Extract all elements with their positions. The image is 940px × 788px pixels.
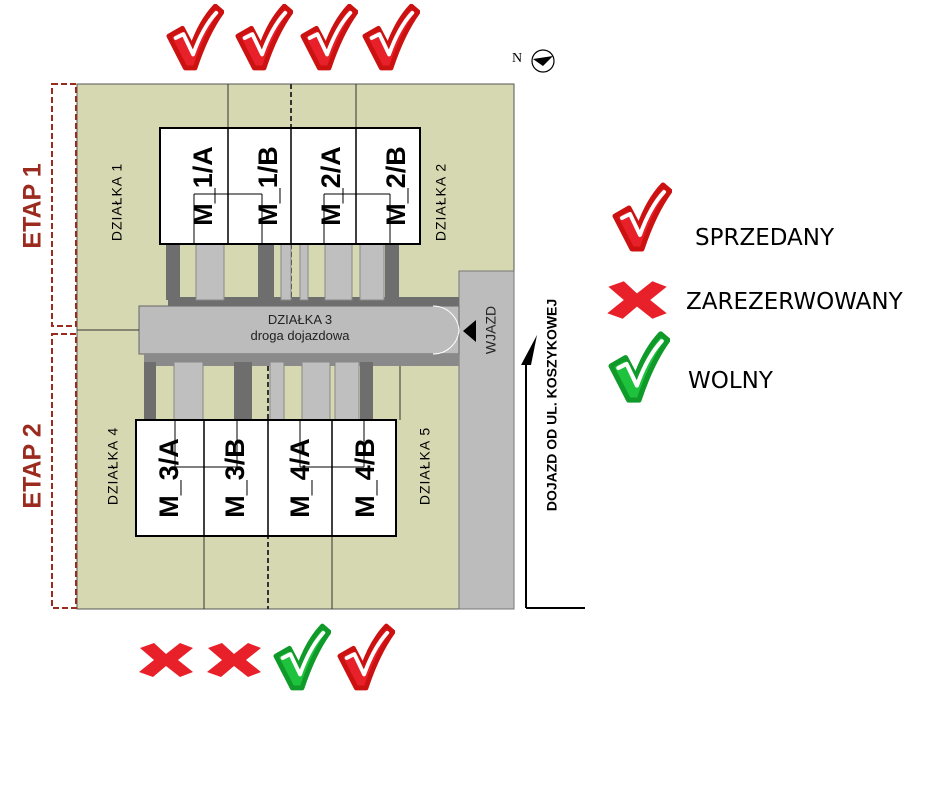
house-label-m2b: M_2/B bbox=[381, 146, 411, 226]
free-check-icon bbox=[276, 626, 329, 688]
etap-1-label: ETAP 1 bbox=[19, 163, 47, 248]
sold-check-icon bbox=[303, 6, 356, 68]
free-check-icon bbox=[611, 334, 668, 400]
driveway-strip bbox=[301, 361, 331, 421]
road-shadow-bottom bbox=[144, 354, 459, 366]
driveway-strip bbox=[258, 244, 274, 300]
driveways-top bbox=[166, 243, 399, 301]
reserved-cross-icon bbox=[139, 643, 193, 677]
driveway-strip bbox=[360, 362, 373, 420]
driveway-strip bbox=[299, 243, 309, 301]
plot-label-1: DZIAŁKA 1 bbox=[109, 163, 125, 241]
status-markers-bottom bbox=[139, 626, 393, 688]
sold-check-icon bbox=[169, 6, 222, 68]
driveway-strip bbox=[280, 243, 292, 301]
etap-1-bracket: ETAP 1 bbox=[19, 83, 77, 327]
legend-label-free: WOLNY bbox=[688, 368, 774, 394]
legend-label-reserved: ZAREZERWOWANY bbox=[686, 289, 904, 315]
gate-arc bbox=[432, 330, 460, 355]
driveway-strip bbox=[324, 243, 353, 301]
reserved-cross-icon bbox=[607, 281, 667, 319]
entry-label: WJAZD bbox=[483, 306, 499, 354]
access-arrow-head-icon bbox=[521, 335, 537, 365]
driveway-strip bbox=[166, 244, 180, 300]
plot-label-3: DZIAŁKA 3 bbox=[268, 312, 332, 327]
house-block-top bbox=[159, 127, 421, 245]
driveway-strip bbox=[234, 362, 252, 420]
sold-check-icon bbox=[365, 6, 418, 68]
sold-check-icon bbox=[615, 185, 670, 249]
houses-bottom: M_3/A M_3/B M_4/A M_4/B bbox=[135, 419, 397, 537]
sold-check-icon bbox=[340, 626, 393, 688]
house-block-bottom bbox=[135, 419, 397, 537]
house-label-m4a: M_4/A bbox=[285, 438, 315, 518]
driveway-strip bbox=[173, 361, 204, 421]
house-label-m1a: M_1/A bbox=[188, 146, 218, 226]
house-label-m3b: M_3/B bbox=[220, 438, 250, 518]
gate-arc bbox=[432, 305, 460, 332]
access-arrow bbox=[521, 335, 585, 609]
driveway-strip bbox=[359, 243, 385, 301]
sold-check-icon bbox=[238, 6, 291, 68]
etap-1-frame bbox=[51, 83, 77, 327]
etap-2-frame bbox=[51, 333, 77, 609]
plot-label-2: DZIAŁKA 2 bbox=[433, 163, 449, 241]
etap-2-label: ETAP 2 bbox=[19, 423, 47, 508]
north-label: N bbox=[512, 51, 522, 66]
driveways-bottom bbox=[144, 361, 373, 421]
driveway-strip bbox=[144, 362, 156, 420]
access-label: DOJAZD OD UL. KOSZYKOWEJ bbox=[544, 299, 560, 511]
legend-label-sold: SPRZEDANY bbox=[695, 225, 835, 251]
house-label-m4b: M_4/B bbox=[350, 438, 380, 518]
plot-label-4: DZIAŁKA 4 bbox=[105, 427, 121, 505]
driveway-strip bbox=[195, 243, 225, 301]
house-label-m3a: M_3/A bbox=[154, 438, 184, 518]
driveway-strip bbox=[385, 244, 399, 300]
legend: SPRZEDANY ZAREZERWOWANY WOLNY bbox=[607, 185, 904, 400]
compass-icon bbox=[531, 49, 555, 73]
status-markers-top bbox=[169, 6, 418, 68]
house-label-m2a: M_2/A bbox=[316, 146, 346, 226]
driveway-strip bbox=[269, 361, 285, 421]
road-shadow bbox=[168, 297, 459, 306]
etap-2-bracket: ETAP 2 bbox=[19, 333, 77, 609]
house-label-m1b: M_1/B bbox=[253, 146, 283, 226]
reserved-cross-icon bbox=[207, 643, 261, 677]
entry-arrow-icon bbox=[463, 320, 476, 342]
plot-label-5: DZIAŁKA 5 bbox=[417, 427, 433, 505]
houses-top: M_1/A M_1/B M_2/A M_2/B bbox=[159, 127, 421, 245]
plot-3-description: droga dojazdowa bbox=[250, 328, 350, 343]
driveway-strip bbox=[334, 361, 360, 421]
